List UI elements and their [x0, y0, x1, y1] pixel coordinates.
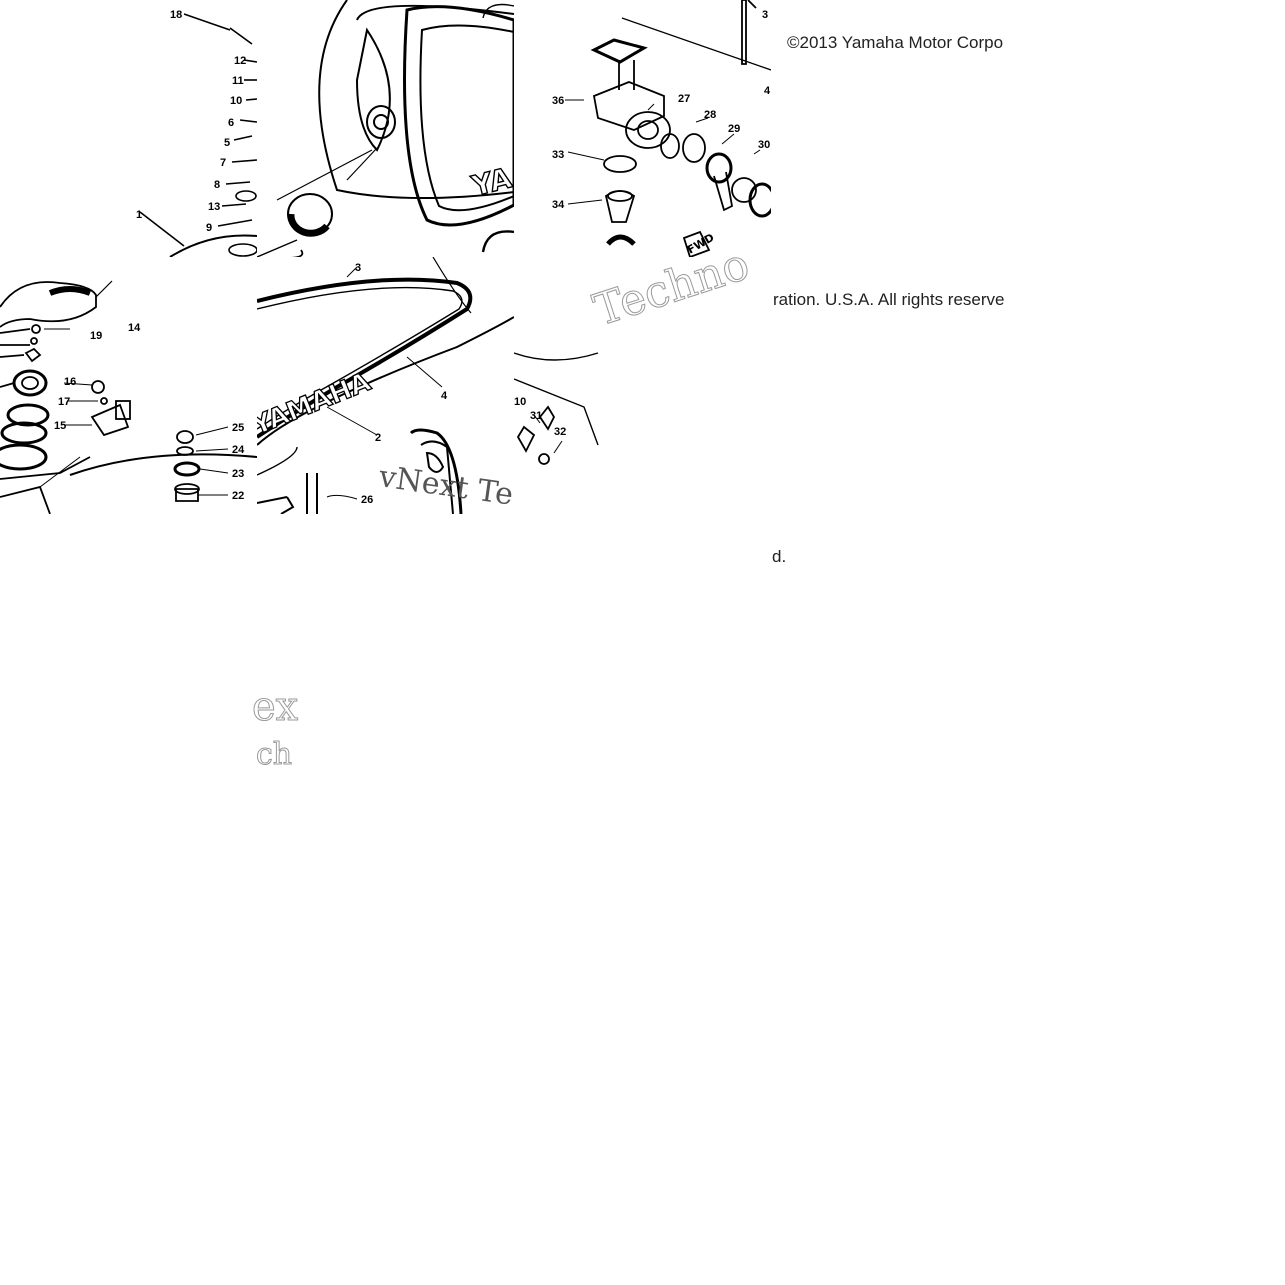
callout-label: 33: [552, 149, 564, 161]
callout-label: 9: [206, 222, 212, 234]
copyright-line-3: d.: [772, 547, 787, 566]
callout-label: 3: [355, 262, 361, 274]
cap-drawing: 14 19 16 17 15 25 24 23 22: [0, 280, 257, 514]
callout-label: 13: [208, 201, 220, 213]
tank-brand-mark: YAMAHA: [257, 367, 375, 442]
callout-label: 27: [678, 93, 690, 105]
callout-label: 26: [361, 494, 373, 506]
diagram-tile-tank-lower: YAMAHA 3 4 2 26: [257, 257, 514, 514]
copyright-line-2: ration. U.S.A. All rights reserve: [773, 290, 1005, 309]
callout-label: 28: [704, 109, 716, 121]
callout-label: 22: [232, 490, 244, 502]
tank-upper-drawing: YA 20: [257, 0, 514, 257]
callout-label: 36: [552, 95, 564, 107]
watermark-text: ch: [256, 737, 292, 772]
callout-label: 34: [552, 199, 565, 211]
callout-label: 25: [232, 422, 244, 434]
callout-label: 14: [128, 322, 141, 334]
diagram-tile-tank-upper: YA 20: [257, 0, 514, 257]
petcock-drawing: FWD 36 27 28 29 30 33 34 3 4: [552, 0, 771, 257]
tank-lower-drawing: YAMAHA 3 4 2 26: [257, 257, 514, 514]
callout-label: 30: [758, 139, 770, 151]
callout-label: 15: [54, 420, 66, 432]
callout-label: 31: [530, 410, 542, 422]
callout-label: 7: [220, 157, 226, 169]
callout-label: 18: [170, 9, 182, 21]
callout-label: 19: [90, 330, 102, 342]
callout-label: 23: [232, 468, 244, 480]
callout-label: 32: [554, 426, 566, 438]
callout-label: 17: [58, 396, 70, 408]
callout-label: 4: [441, 390, 448, 402]
callout-label: 2: [375, 432, 381, 444]
callout-label: 6: [228, 117, 234, 129]
callout-label: 4: [764, 85, 771, 97]
callout-label: 10: [230, 95, 242, 107]
diagram-tile-cap: 14 19 16 17 15 25 24 23 22: [0, 257, 257, 514]
callout-label: 24: [232, 444, 245, 456]
callout-label: 11: [232, 75, 244, 87]
callout-label: 12: [234, 55, 246, 67]
diagram-tile-petcock: FWD 36 27 28 29 30 33 34 3 4: [514, 0, 771, 257]
bracket-drawing: 31 32 10: [514, 352, 599, 465]
watermark-text: ex: [252, 684, 299, 730]
callout-label: 10: [514, 396, 526, 408]
callout-label: 29: [728, 123, 740, 135]
callout-label: 5: [224, 137, 230, 149]
copyright-line-1: ©2013 Yamaha Motor Corpo: [787, 33, 1004, 52]
diagram-tile-bracket: 31 32 10: [514, 257, 771, 514]
callout-label: 8: [214, 179, 220, 191]
callout-label: 3: [762, 9, 768, 21]
callout-label: 16: [64, 376, 76, 388]
diagram-tile-fasteners: 18 12 11 10 6 5 7 8 13 9 1: [0, 0, 257, 257]
tank-brand-mark: YA: [468, 161, 514, 203]
fasteners-drawing: 18 12 11 10 6 5 7 8 13 9 1: [136, 9, 257, 257]
callout-label: 1: [136, 209, 142, 221]
